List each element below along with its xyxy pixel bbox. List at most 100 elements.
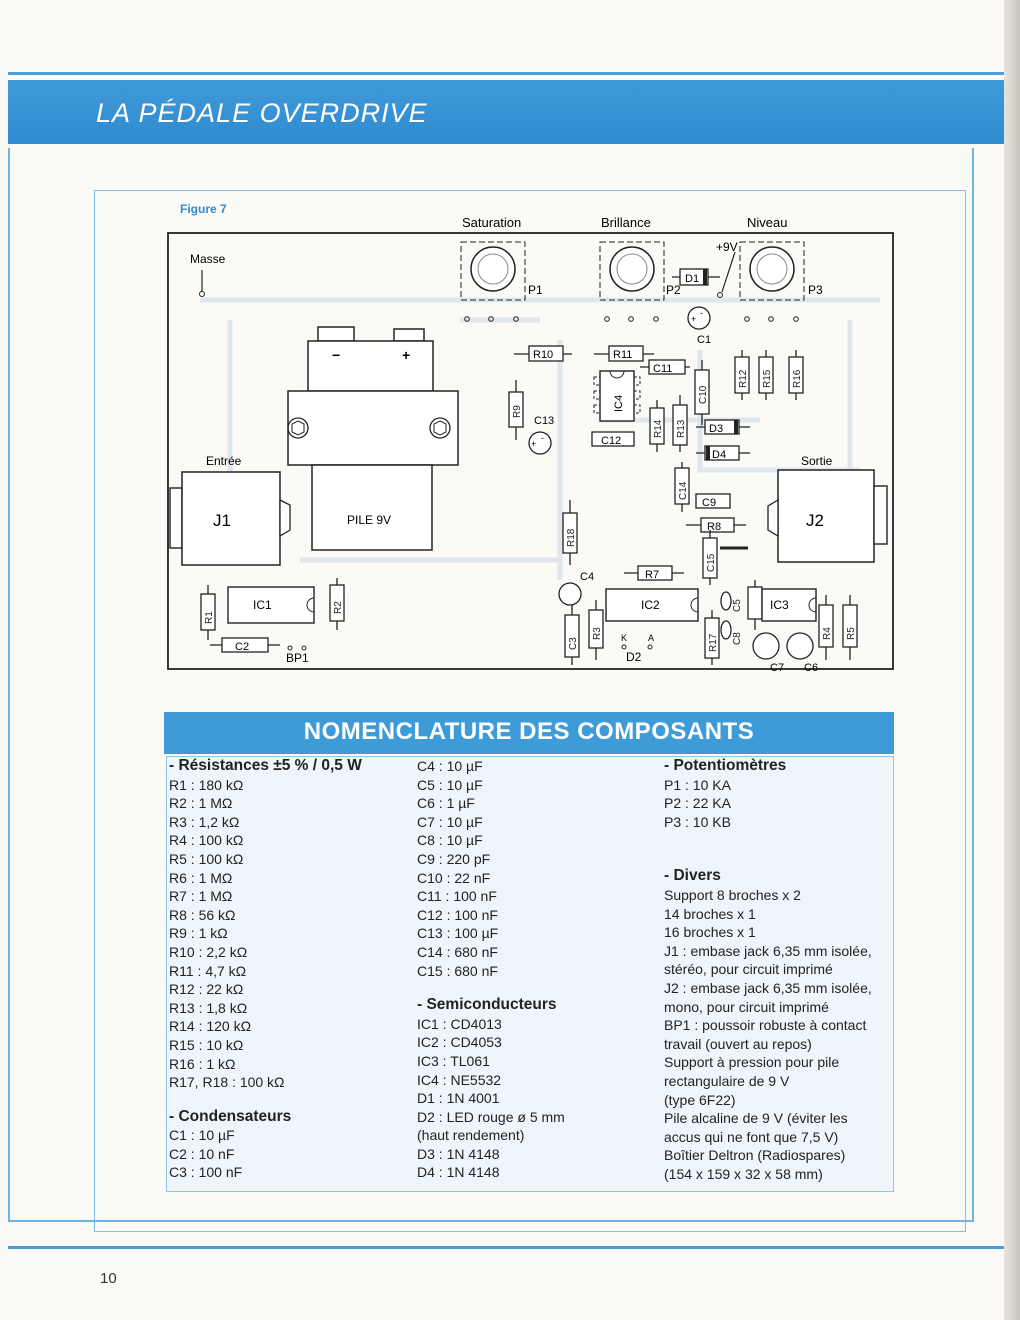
c11-label: C11 [653,363,672,375]
capacitor-c6: C6 [786,632,818,674]
capacitor-c12: C12 [591,431,635,447]
list-item: R16 : 1 kΩ [169,1055,236,1072]
list-item: R13 : 1,8 kΩ [169,999,248,1016]
pcb-layout-diagram: Saturation Brillance Niveau Masse P1 P2 … [167,215,894,674]
ic2-label: IC2 [641,598,660,612]
header-banner: LA PÉDALE OVERDRIVE [8,80,1004,144]
list-item: R1 : 180 kΩ [169,776,244,793]
list-item: Support à pression pour pile [664,1054,840,1071]
list-item: rectangulaire de 9 V [664,1072,790,1089]
bp1-label: BP1 [286,651,309,665]
resistor-r10: R10 [514,345,572,362]
d2-k-label: K [621,633,627,643]
list-item: C8 : 10 µF [417,832,483,849]
list-item: (type 6F22) [664,1091,736,1108]
d4-label: D4 [712,449,726,461]
list-item: R5 : 100 kΩ [169,850,244,867]
divers-heading: - Divers [664,867,721,885]
capacitor-c2: C2 [210,637,280,653]
list-item: BP1 : poussoir robuste à contact [664,1017,867,1034]
r14-label: R14 [653,419,664,438]
list-item: (haut rendement) [417,1127,525,1144]
j2-label: J2 [806,511,824,530]
list-item: Boîtier Deltron (Radiospares) [664,1147,846,1164]
c5-label: C5 [732,599,743,612]
vertical-components [200,350,858,665]
list-item: C15 : 680 nF [417,962,498,979]
list-item: travail (ouvert au repos) [664,1035,812,1052]
r18-label: R18 [566,528,577,547]
c3-label: C3 [568,637,579,650]
r5-label: R5 [846,627,857,640]
c9-label: C9 [702,497,716,509]
r10-label: R10 [533,349,553,361]
potentiometres-heading: - Potentiomètres [664,757,787,774]
list-item: R7 : 1 MΩ [169,888,233,905]
list-item: IC1 : CD4013 [417,1015,502,1032]
capacitor-c9: C9 [695,493,731,509]
ic3-label: IC3 [770,598,789,612]
c6-label: C6 [804,662,818,674]
list-item: P3 : 10 KB [664,813,731,830]
r11-label: R11 [613,349,632,361]
capacitor-c13: +- C13 [528,415,554,455]
potentiometer-p2: P2 [599,241,681,322]
list-item: P2 : 22 KA [664,795,731,812]
list-item: R9 : 1 kΩ [169,925,228,942]
masse-pad [199,291,205,297]
list-item: R3 : 1,2 kΩ [169,813,240,830]
nomenclature-header: NOMENCLATURE DES COMPOSANTS [164,712,894,754]
r9-label: R9 [512,405,523,418]
list-item: IC4 : NE5532 [417,1071,502,1088]
ic3-chip: IC3 [761,588,817,622]
c2-label: C2 [235,641,249,653]
r2-label: R2 [333,601,344,614]
nomenclature-title: NOMENCLATURE DES COMPOSANTS [303,718,755,745]
list-item: C2 : 10 nF [169,1145,235,1162]
c1-label: C1 [697,334,711,346]
vertical-component-labels: R9 R12 R15 R16 C10 R14 R13 C14 C15 R18 R… [204,369,857,652]
list-item: R6 : 1 MΩ [169,869,233,886]
potentiometer-p3: P3 [739,241,823,322]
list-item: IC3 : TL061 [417,1052,490,1069]
list-item: R12 : 22 kΩ [169,981,244,998]
diode-d3: D3 [696,419,750,435]
list-item: R8 : 56 kΩ [169,906,236,923]
c15-label: C15 [706,553,717,572]
top-rule [8,72,1004,75]
d2-a-label: A [648,633,654,643]
resistor-r7: R7 [624,565,684,581]
list-item: Support 8 broches x 2 [664,886,801,903]
entree-label: Entrée [206,454,242,468]
battery-clip: − + PILE 9V [287,326,459,551]
list-item: R10 : 2,2 kΩ [169,943,248,960]
ic2-chip: IC2 [605,588,699,622]
capacitor-c7: C7 [752,632,784,674]
faint-traces [200,297,880,580]
ic4-label: IC4 [613,395,625,412]
list-item: (154 x 159 x 32 x 58 mm) [664,1165,823,1182]
semiconducteurs-heading: - Semiconducteurs [417,996,557,1014]
r12-label: R12 [738,369,749,388]
page-frame [8,148,974,1222]
d3-label: D3 [709,423,723,435]
d2-label: D2 [626,650,642,664]
r1-label: R1 [204,611,215,624]
list-item: C11 : 100 nF [417,888,497,905]
c7-label: C7 [770,662,784,674]
list-item: IC2 : CD4053 [417,1034,502,1051]
svg-text:-: - [700,308,703,318]
diode-d1: D1 [672,268,720,286]
figure-frame [94,190,966,1232]
c12-label: C12 [601,435,621,447]
svg-text:+: + [531,439,536,449]
diode-d4: D4 [696,445,750,461]
list-item: C7 : 10 µF [417,813,483,830]
capacitor-c4: C4 [558,571,594,606]
battery-plus: + [402,347,410,363]
list-item: C12 : 100 nF [417,906,498,923]
